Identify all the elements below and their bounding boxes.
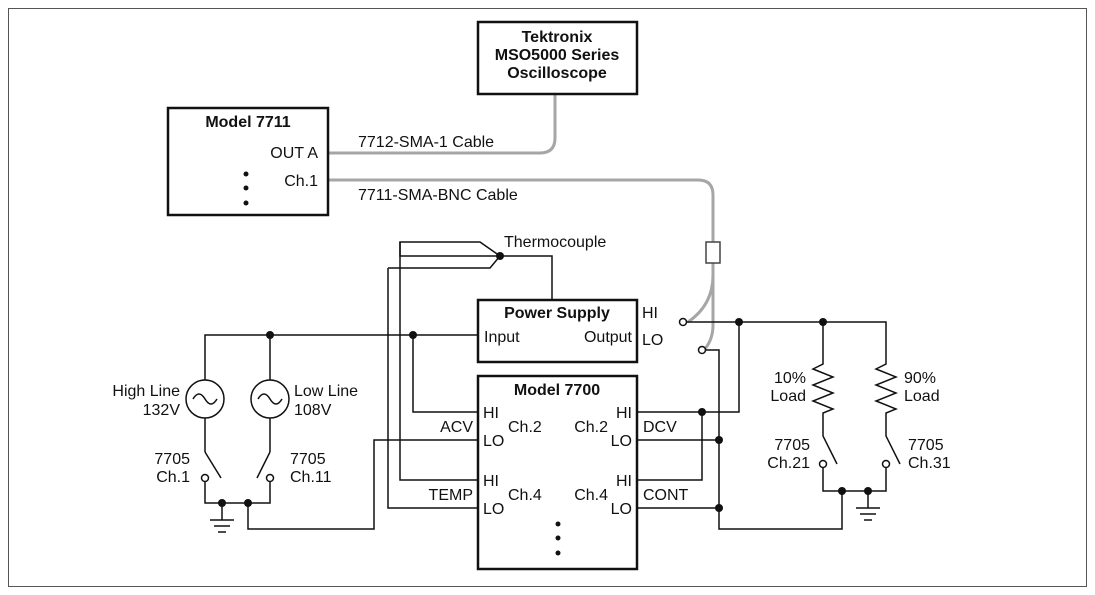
power-supply-input: Input [484,329,520,346]
bnc-connector [705,241,721,264]
bnc-split-lo [702,263,715,352]
high-line-label: High Line [112,383,180,400]
sma-cable-label: 7712-SMA-1 Cable [358,134,494,151]
switch-ch1-channel: Ch.1 [156,469,190,486]
cont-label: CONT [643,487,689,504]
power-supply-output: Output [584,329,633,346]
dcv-label: DCV [643,419,677,436]
power-supply-title: Power Supply [504,305,610,322]
power-supply-box [476,298,639,364]
oscilloscope-box [476,20,639,96]
out-a-label: OUT A [270,145,318,162]
oscilloscope-brand: Tektronix [522,29,593,46]
sma-bnc-cable-label: 7711-SMA-BNC Cable [358,187,518,204]
low-line-source [250,379,290,419]
load10-label: Load [770,388,806,405]
right-ch4: Ch.4 [574,487,608,504]
model-7700-title: Model 7700 [514,382,600,399]
temp-label: TEMP [429,487,473,504]
power-supply-lo: LO [642,332,663,349]
right-hi-1: HI [616,405,632,422]
ground-icon [210,519,234,533]
ground-icon [856,507,880,521]
oscilloscope-type: Oscilloscope [507,65,607,82]
load90-label: Load [904,388,940,405]
sma-bnc-cable [328,178,715,242]
low-line-voltage: 108V [294,402,332,419]
switch-ch21-model: 7705 [774,437,810,454]
more-channels-dots [243,171,561,556]
left-ch4: Ch.4 [508,487,542,504]
switch-ch31-channel: Ch.31 [908,455,951,472]
ch1-port-label: Ch.1 [284,173,318,190]
bnc-split-hi [687,263,715,324]
left-lo-2: LO [483,501,504,518]
low-line-label: Low Line [294,383,358,400]
switch-ch21-channel: Ch.21 [767,455,810,472]
acv-label: ACV [440,419,473,436]
high-line-source [185,379,225,419]
right-lo-1: LO [611,433,632,450]
load90-percent: 90% [904,370,936,387]
thermocouple-label: Thermocouple [504,234,606,251]
oscilloscope-series: MSO5000 Series [495,47,620,64]
switch-ch11-model: 7705 [290,451,326,468]
high-line-voltage: 132V [143,402,181,419]
right-lo-2: LO [611,501,632,518]
model-7711-title: Model 7711 [205,114,290,131]
left-hi-2: HI [483,473,499,490]
cables [328,94,715,352]
load10-percent: 10% [774,370,806,387]
sma-cable [328,94,557,155]
switch-ch1-model: 7705 [154,451,190,468]
left-hi-1: HI [483,405,499,422]
open-terminals [200,317,891,483]
right-ch2: Ch.2 [574,419,608,436]
power-supply-hi: HI [642,305,658,322]
left-lo-1: LO [483,433,504,450]
switch-ch31-model: 7705 [908,437,944,454]
diagram-border [8,8,1087,587]
left-ch2: Ch.2 [508,419,542,436]
right-hi-2: HI [616,473,632,490]
junction-dots [218,252,872,512]
switch-ch11-channel: Ch.11 [290,469,332,486]
model-7711-box [166,106,330,217]
